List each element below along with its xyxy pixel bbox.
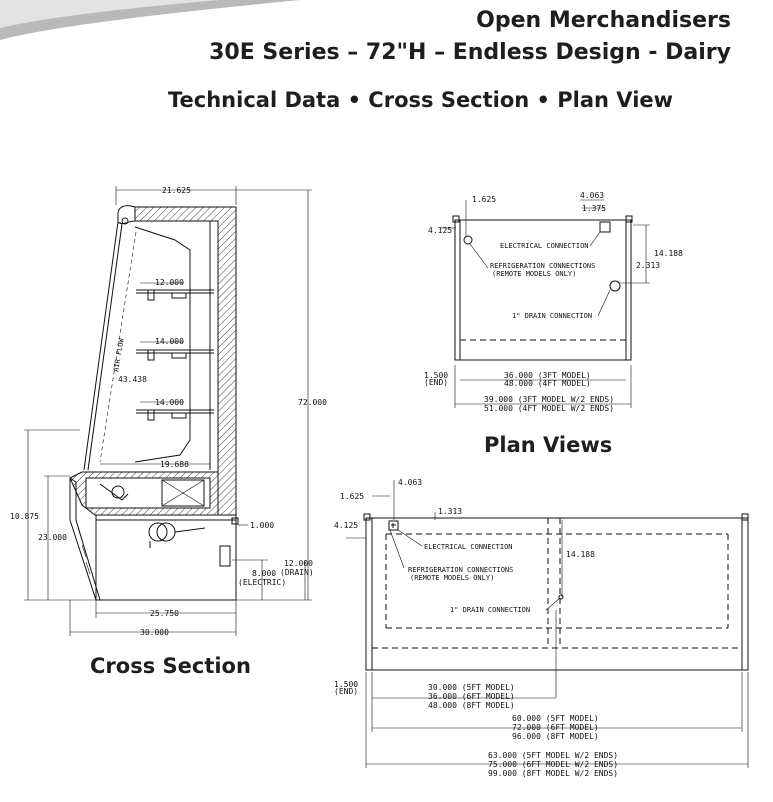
pl-dim-w30: 30.000 (5FT MODEL) — [428, 683, 515, 692]
pl-label-electrical: ELECTRICAL CONNECTION — [424, 543, 513, 551]
pl-dim-4125: 4.125 — [334, 521, 358, 530]
header-title-line-2: 30E Series – 72"H – Endless Design - Dai… — [209, 40, 731, 65]
pl-dim-w72: 72.000 (6FT MODEL) — [512, 723, 599, 732]
dim-base-h: 23.000 — [38, 533, 67, 542]
dim-deck: 19.688 — [160, 460, 189, 469]
pl-label-drain: 1" DRAIN CONNECTION — [450, 606, 530, 614]
ps-dim-1625: 1.625 — [472, 195, 496, 204]
cross-section-label: Cross Section — [90, 654, 251, 678]
dim-shelf-2: 14.000 — [155, 337, 184, 346]
airflow-label: AIR FLOW — [112, 337, 126, 372]
dim-drain-lbl: (DRAIN) — [280, 568, 314, 577]
ps-dim-1375: 1.375 — [582, 204, 606, 213]
pl-dim-w99: 99.000 (8FT MODEL W/2 ENDS) — [488, 769, 618, 778]
pl-dim-4063: 4.063 — [398, 478, 422, 487]
dim-shelf-1: 12.000 — [155, 278, 184, 287]
ps-dim-14188: 14.188 — [654, 249, 683, 258]
plan-view-large: 4.063 1.625 1.313 4.125 14.188 ELECTRICA… — [334, 478, 749, 778]
plan-view-small: 1.625 4.063 1.375 4.125 14.188 2.313 ELE… — [424, 191, 683, 413]
ps-dim-end-lbl: (END) — [424, 378, 448, 387]
pl-dim-w48: 48.000 (8FT MODEL) — [428, 701, 515, 710]
ps-dim-w48: 48.000 (4FT MODEL) — [504, 379, 591, 388]
pl-label-refrig-2: (REMOTE MODELS ONLY) — [410, 574, 494, 582]
dim-height: 72.000 — [298, 398, 327, 407]
ps-dim-w39: 39.000 (3FT MODEL W/2 ENDS) — [484, 395, 614, 404]
pl-dim-end-val: 1.500 — [334, 680, 358, 689]
ps-dim-2313: 2.313 — [636, 261, 660, 270]
dim-elec-val: 8.000 — [252, 569, 276, 578]
ps-label-drain: 1" DRAIN CONNECTION — [512, 312, 592, 320]
dim-elec-lbl: (ELECTRIC) — [238, 578, 286, 587]
ps-dim-end-val: 1.500 — [424, 371, 448, 380]
ps-label-refrig-1: REFRIGERATION CONNECTIONS — [490, 262, 595, 270]
ps-dim-w36: 36.000 (3FT MODEL) — [504, 371, 591, 380]
pl-label-refrig-1: REFRIGERATION CONNECTIONS — [408, 566, 513, 574]
dim-total-w: 30.000 — [140, 628, 169, 637]
ps-dim-4125: 4.125 — [428, 226, 452, 235]
pl-dim-w60: 60.000 (5FT MODEL) — [512, 714, 599, 723]
dim-base-w: 25.750 — [150, 609, 179, 618]
dim-drain-val: 12.000 — [284, 559, 313, 568]
pl-dim-w63: 63.000 (5FT MODEL W/2 ENDS) — [488, 751, 618, 760]
pl-dim-1625: 1.625 — [340, 492, 364, 501]
dim-ref-1: 1.000 — [250, 521, 274, 530]
dim-diag: 43.438 — [118, 375, 147, 384]
ps-label-electrical: ELECTRICAL CONNECTION — [500, 242, 589, 250]
pl-dim-w36: 36.000 (6FT MODEL) — [428, 692, 515, 701]
header-title-line-1: Open Merchandisers — [476, 8, 731, 33]
pl-dim-1313: 1.313 — [438, 507, 462, 516]
pl-dim-w96: 96.000 (8FT MODEL) — [512, 732, 599, 741]
ps-label-refrig-2: (REMOTE MODELS ONLY) — [492, 270, 576, 278]
dim-left-h: 10.875 — [10, 512, 39, 521]
cross-section-drawing: 21.625 72.000 12.000 14.000 14.000 — [10, 186, 327, 637]
plan-views-label: Plan Views — [484, 433, 613, 457]
ps-dim-4063: 4.063 — [580, 191, 604, 200]
pl-dim-w75: 75.000 (6FT MODEL W/2 ENDS) — [488, 760, 618, 769]
pl-dim-14188: 14.188 — [566, 550, 595, 559]
header-subtitle: Technical Data • Cross Section • Plan Vi… — [168, 88, 674, 112]
ps-dim-w51: 51.000 (4FT MODEL W/2 ENDS) — [484, 404, 614, 413]
dim-top-width: 21.625 — [162, 186, 191, 195]
pl-dim-end-lbl: (END) — [334, 687, 358, 696]
dim-shelf-3: 14.000 — [155, 398, 184, 407]
